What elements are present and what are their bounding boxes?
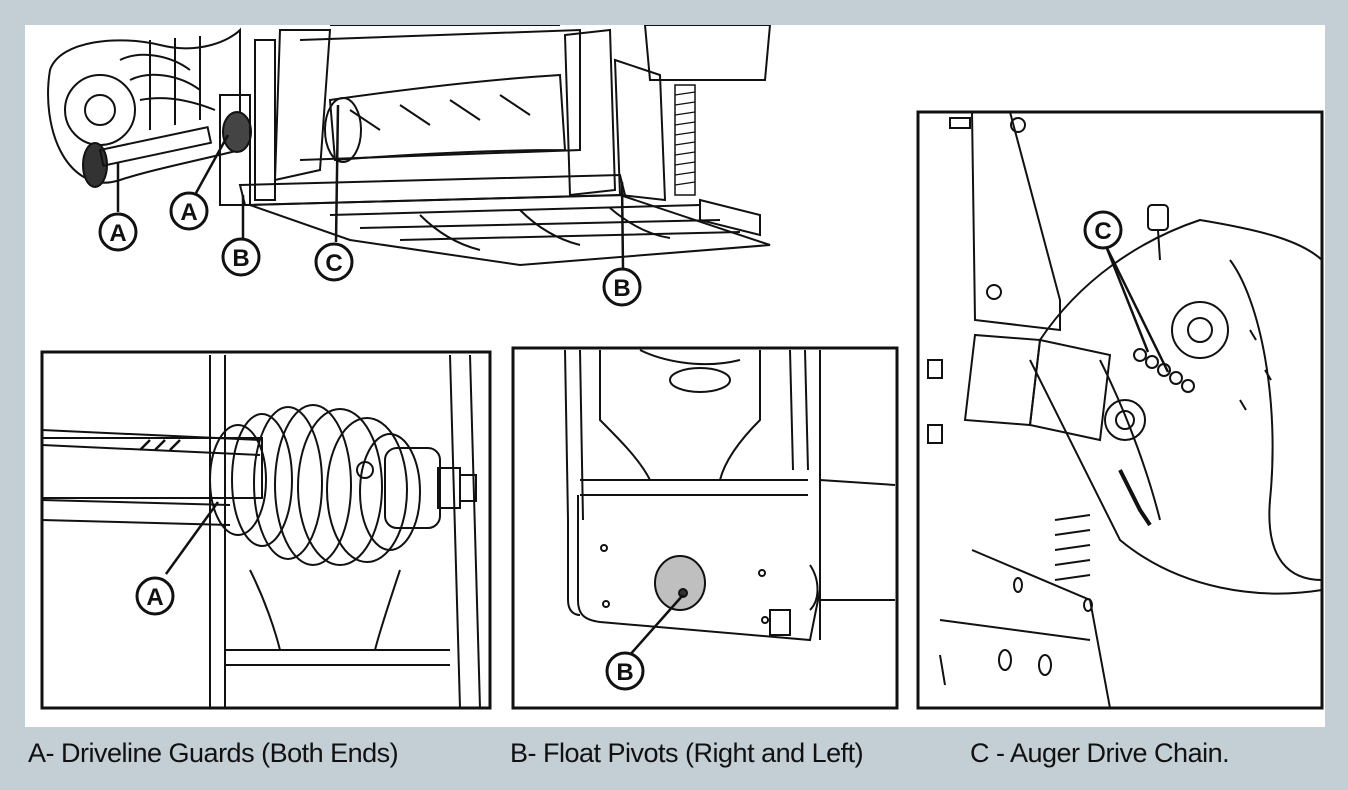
callout-a-overview-left: A: [98, 212, 138, 252]
callout-a-detail: A: [135, 576, 175, 616]
svg-text:B: B: [232, 245, 249, 272]
svg-text:C: C: [1094, 218, 1111, 245]
callout-c-detail: C: [1083, 210, 1123, 250]
panel-a-driveline-detail: [40, 350, 492, 710]
panel-a-border: [40, 350, 492, 710]
callout-a-overview-right: A: [169, 191, 209, 231]
panel-c-border: [916, 110, 1324, 710]
svg-text:B: B: [616, 659, 633, 686]
caption-driveline-guards: A- Driveline Guards (Both Ends): [28, 738, 399, 768]
callout-b-overview-left: B: [221, 237, 261, 277]
svg-text:C: C: [325, 250, 342, 277]
svg-text:A: A: [109, 220, 126, 247]
panel-b-float-pivot-detail: [511, 346, 899, 710]
caption-float-pivots: B- Float Pivots (Right and Left): [510, 738, 864, 768]
callout-c-overview: C: [314, 242, 354, 282]
panel-c-auger-chain-detail: [916, 110, 1324, 710]
callout-b-overview-right: B: [602, 267, 642, 307]
svg-text:A: A: [146, 584, 163, 611]
header-overview-drawing: [47, 25, 772, 269]
caption-auger-drive-chain: C - Auger Drive Chain.: [970, 738, 1230, 768]
svg-text:B: B: [613, 275, 630, 302]
svg-text:A: A: [180, 199, 197, 226]
panel-b-border: [511, 346, 899, 710]
callout-b-detail: B: [605, 651, 645, 691]
